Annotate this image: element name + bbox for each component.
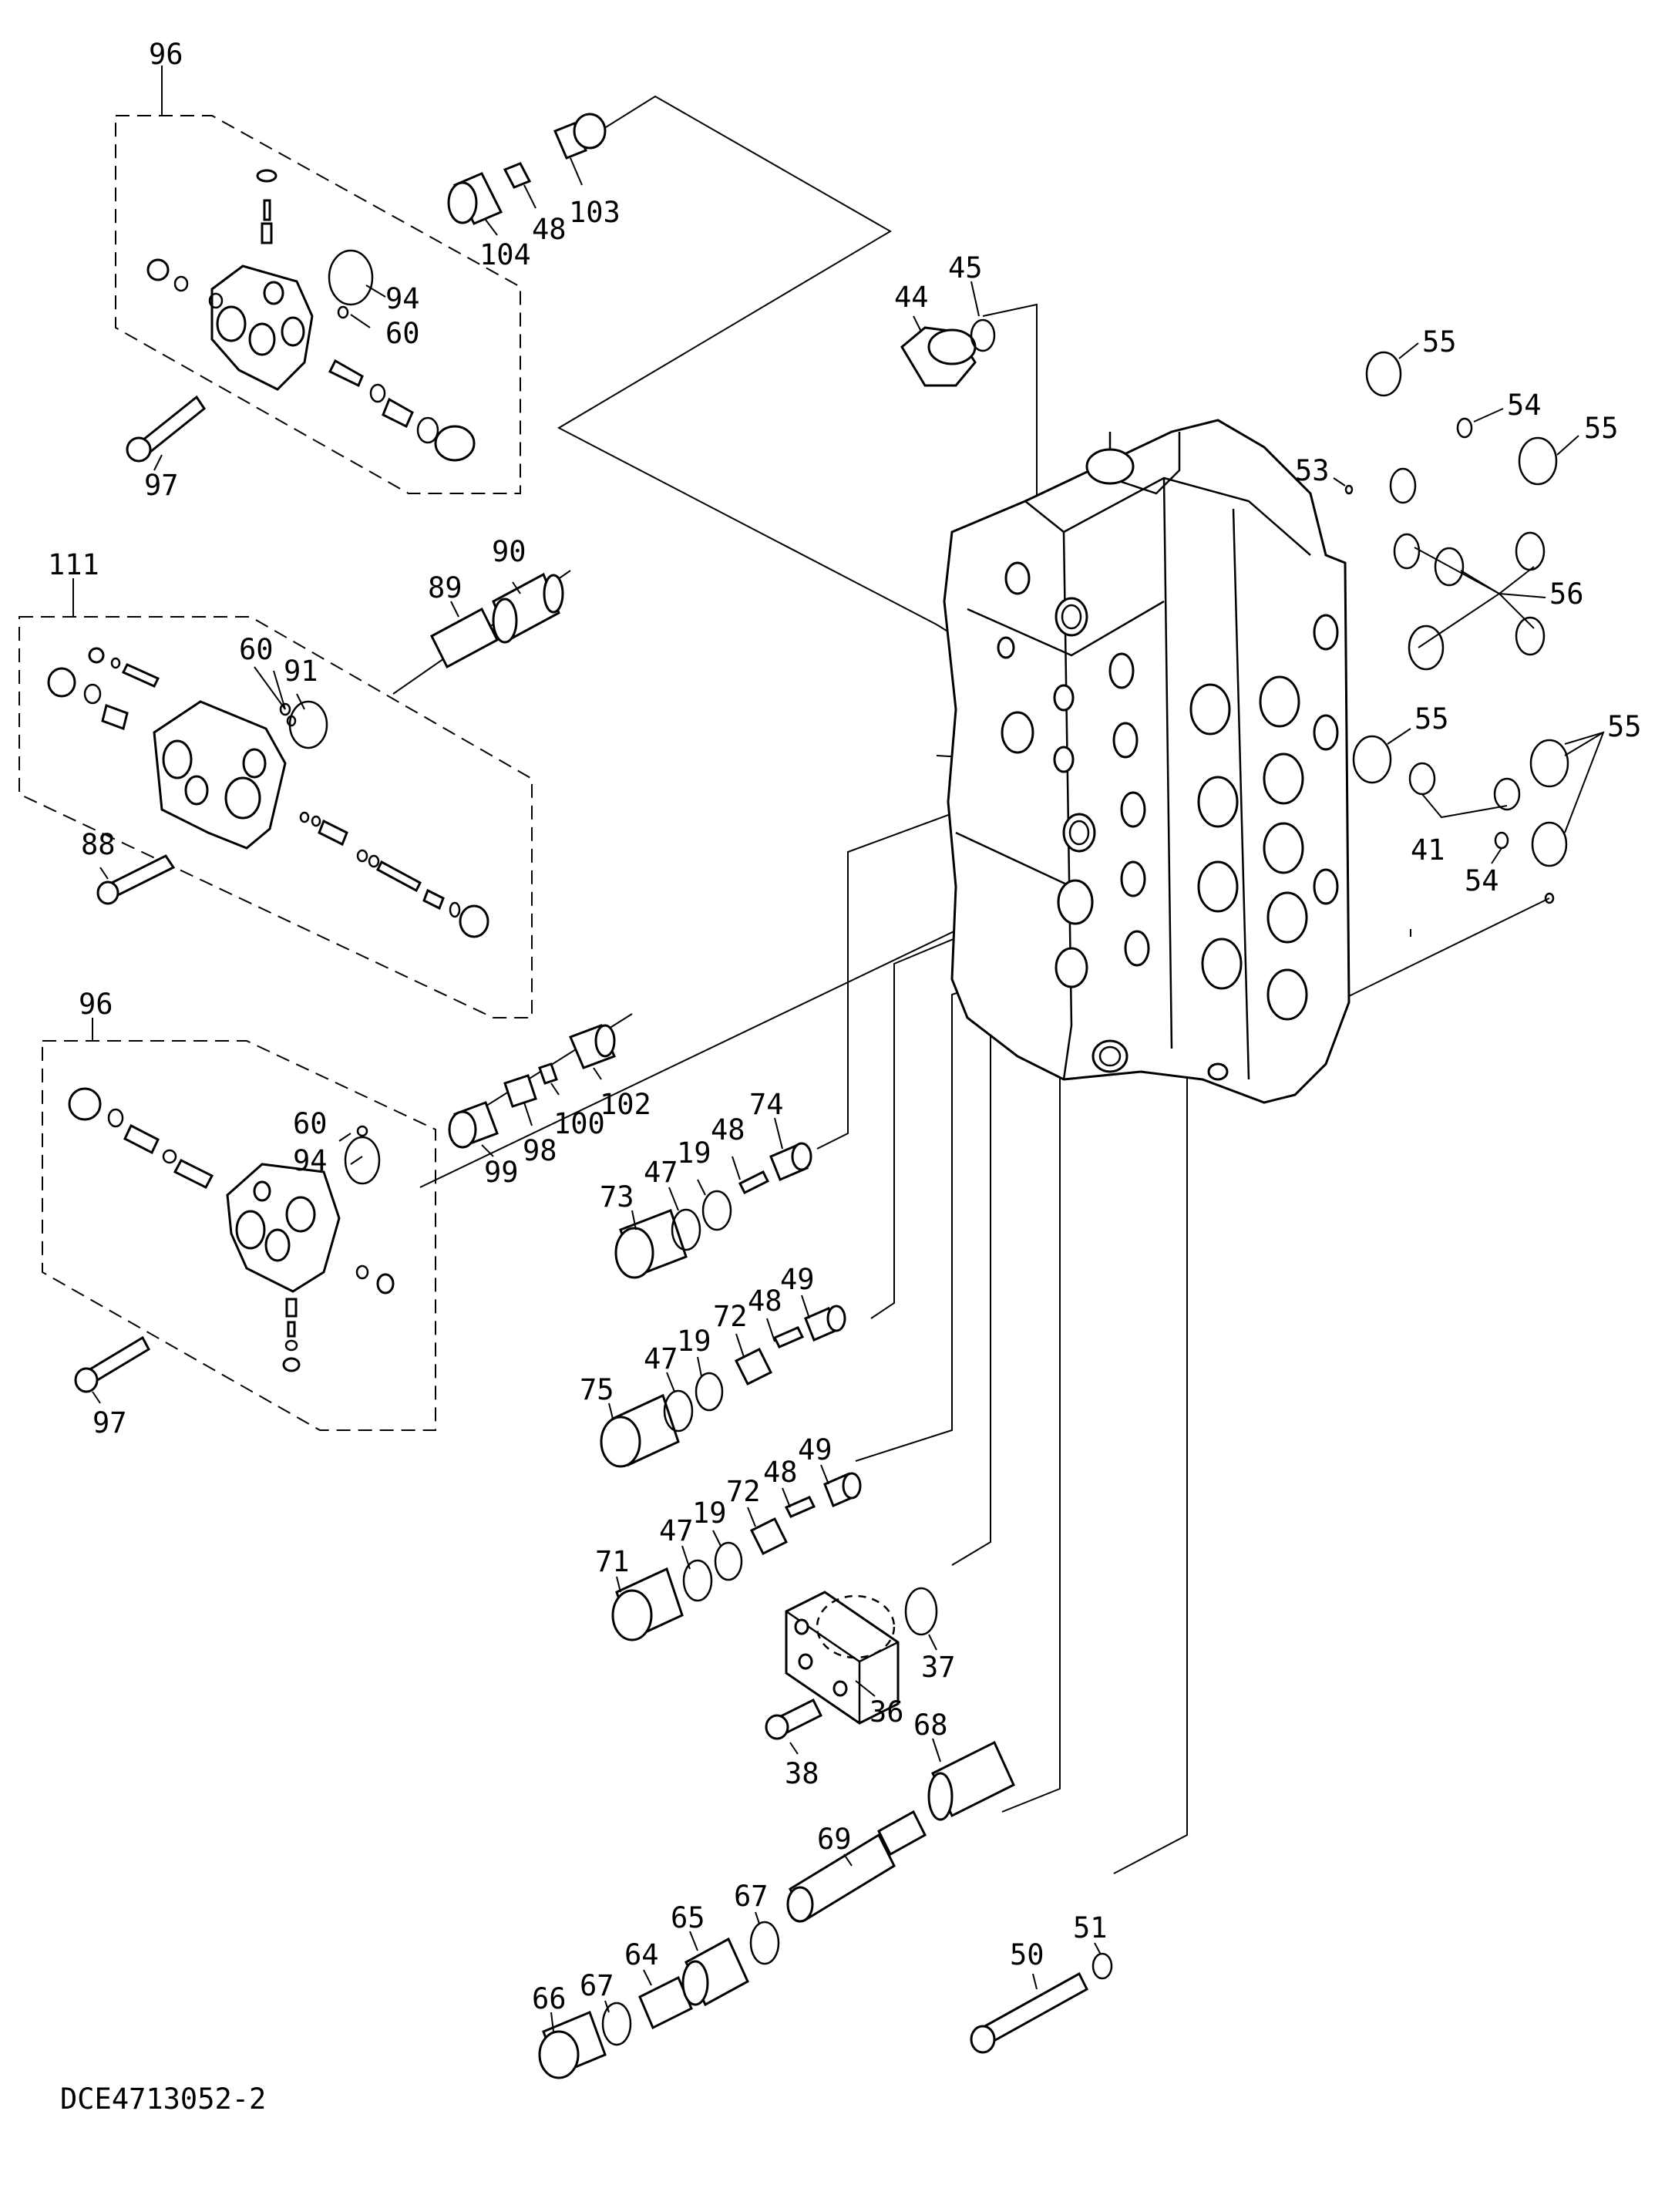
callout-51: 51 [1073, 1911, 1108, 1944]
subassembly-96-bottom-boundary [42, 1040, 436, 1431]
callout-60-top: 60 [385, 317, 420, 350]
callout-49-a: 49 [780, 1263, 815, 1296]
callout-102: 102 [600, 1088, 651, 1121]
callout-53: 53 [1295, 454, 1330, 487]
callout-19-a: 19 [677, 1136, 711, 1170]
parts-104-48-103 [447, 113, 607, 225]
callout-88: 88 [81, 828, 116, 861]
parts-36-37-38-leaders [789, 1634, 937, 1755]
callout-98: 98 [523, 1134, 557, 1167]
main-valve-body [943, 419, 1350, 1104]
callout-89: 89 [428, 571, 462, 604]
callout-69: 69 [817, 1823, 852, 1856]
subassembly-111-parts [47, 647, 489, 938]
callout-55-b: 55 [1584, 412, 1619, 445]
parts-89-90-leaders [450, 581, 521, 618]
callout-97-top: 97 [144, 469, 179, 502]
callout-67-b: 67 [580, 1969, 614, 2002]
callout-96-bottom: 96 [79, 988, 113, 1021]
callout-19-b: 19 [677, 1325, 711, 1358]
callout-73: 73 [600, 1180, 634, 1214]
callout-56: 56 [1549, 577, 1584, 611]
callout-72-a: 72 [713, 1300, 748, 1333]
subassembly-111-leaders [72, 578, 305, 880]
callout-65: 65 [671, 1901, 705, 1934]
drawing-code: DCE4713052-2 [60, 2082, 266, 2116]
callout-45: 45 [948, 251, 983, 284]
callout-103: 103 [569, 196, 621, 229]
parts-89-90 [430, 572, 564, 669]
callout-64: 64 [624, 1938, 659, 1971]
callout-38: 38 [785, 1757, 819, 1790]
parts-104-48-103-leaders [485, 157, 583, 236]
callout-54-b: 54 [1465, 864, 1499, 897]
callout-71: 71 [595, 1545, 630, 1578]
callout-47-b: 47 [644, 1342, 678, 1375]
subassembly-96-top-boundary [115, 115, 521, 494]
callout-48-top: 48 [532, 213, 567, 246]
callout-48-d: 48 [763, 1456, 798, 1489]
parts-75-stack [600, 1305, 846, 1468]
callout-74: 74 [749, 1088, 784, 1121]
callout-47-a: 47 [644, 1156, 678, 1189]
subassembly-96-bottom-parts [68, 1087, 395, 1393]
callout-44: 44 [894, 281, 929, 314]
callout-48-b: 48 [711, 1113, 745, 1146]
callout-labels: 96 104 48 103 94 60 97 44 45 55 54 55 53… [48, 38, 1642, 2015]
callout-49-b: 49 [798, 1433, 832, 1466]
parts-99-98-100-102 [448, 1024, 616, 1149]
callout-96-top: 96 [149, 38, 183, 71]
callout-48-c: 48 [748, 1284, 782, 1318]
callout-36: 36 [870, 1695, 904, 1729]
bottom-assembly-leaders [550, 1738, 1102, 2032]
o-ring-group-right [1344, 351, 1569, 904]
callout-55-c: 55 [1414, 702, 1449, 736]
callout-99: 99 [484, 1156, 519, 1189]
subassembly-96-bottom-leaders [92, 1018, 363, 1404]
spool-stack-leaders [608, 1117, 829, 1593]
callout-66: 66 [532, 1982, 567, 2015]
callout-37: 37 [921, 1651, 956, 1684]
parts-64-69-stack [538, 1740, 1113, 2079]
callout-60-bottom: 60 [293, 1107, 328, 1140]
callout-54-a: 54 [1507, 389, 1542, 422]
callout-94-top: 94 [385, 282, 420, 315]
parts-36-37-38 [765, 1587, 938, 1740]
callout-50: 50 [1010, 1938, 1044, 1971]
callout-94-bottom: 94 [293, 1144, 328, 1177]
callout-55-d: 55 [1607, 710, 1642, 743]
callout-19-c: 19 [692, 1497, 727, 1530]
callout-91: 91 [284, 655, 318, 688]
callout-55-a: 55 [1422, 325, 1457, 359]
callout-67-a: 67 [734, 1880, 769, 1913]
callout-90: 90 [492, 535, 526, 568]
callout-60-mid: 60 [239, 633, 274, 666]
callout-68: 68 [913, 1709, 948, 1742]
callout-111: 111 [48, 548, 99, 581]
callout-100: 100 [553, 1107, 605, 1140]
subassembly-96-top-leaders [153, 66, 386, 471]
parts-73-stack [614, 1142, 812, 1279]
callout-75: 75 [580, 1373, 614, 1406]
parts-71-stack [611, 1472, 862, 1641]
callout-41: 41 [1411, 833, 1445, 867]
callout-97-bottom: 97 [92, 1406, 127, 1439]
o-ring-leader-lines [1333, 342, 1605, 864]
parts-99-98-100-102-leaders [481, 1067, 602, 1157]
callout-104: 104 [479, 238, 531, 271]
callout-72-b: 72 [726, 1475, 761, 1508]
plug-44-leaders [913, 281, 980, 332]
subassembly-96-top-parts [126, 169, 476, 463]
callout-47-c: 47 [659, 1514, 694, 1547]
plug-44-oring-45 [900, 318, 996, 387]
